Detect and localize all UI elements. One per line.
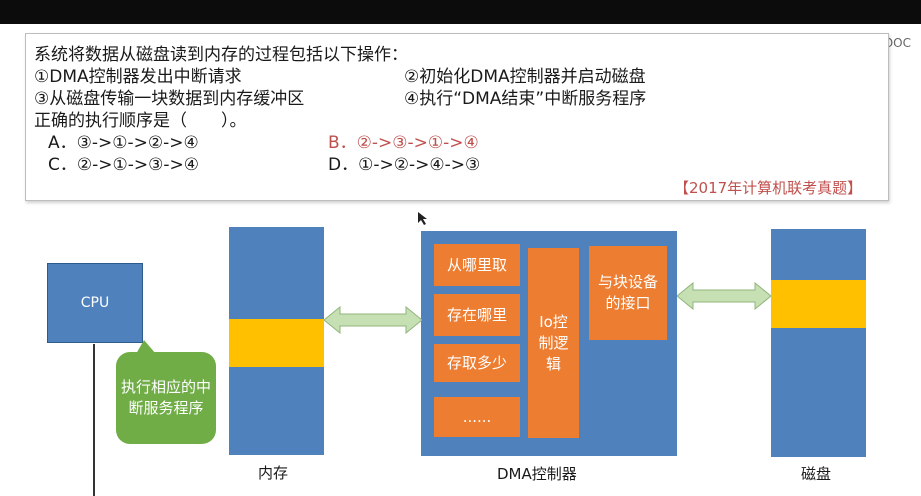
dma-disk-arrow [677, 282, 771, 310]
cpu-block: CPU [47, 263, 143, 343]
memory-label: 内存 [258, 464, 289, 482]
dma-item-source-text: 从哪里取 [446, 255, 507, 274]
dma-label: DMA控制器 [497, 465, 577, 483]
dma-item-destination-text: 存在哪里 [446, 305, 507, 324]
operation-1: ①DMA控制器发出中断请求 [34, 67, 242, 87]
option-b: B．②->③->①->④ [328, 133, 479, 153]
memory-dma-arrow [324, 306, 422, 334]
interrupt-service-bubble: 执行相应的中断服务程序 [116, 352, 216, 444]
bubble-text: 执行相应的中断服务程序 [120, 378, 211, 417]
disk-data-block [771, 280, 866, 328]
io-control-logic-text: Io控制逻辑 [538, 312, 569, 373]
option-a: A．③->①->②->④ [48, 133, 199, 153]
cpu-label: CPU [80, 295, 110, 311]
dma-item-source: 从哪里取 [434, 244, 520, 286]
question-box: 系统将数据从磁盘读到内存的过程包括以下操作： ①DMA控制器发出中断请求 ②初始… [25, 33, 889, 201]
cpu-bus-line [93, 344, 95, 496]
dma-item-destination: 存在哪里 [434, 294, 520, 336]
option-d: D．①->②->④->③ [328, 155, 481, 175]
operation-3: ③从磁盘传输一块数据到内存缓冲区 [34, 89, 305, 109]
operation-2: ②初始化DMA控制器并启动磁盘 [404, 67, 646, 87]
operation-4: ④执行“DMA结束”中断服务程序 [404, 89, 647, 109]
dma-item-count: 存取多少 [434, 344, 520, 382]
question-prompt: 正确的执行顺序是（ ）。 [34, 111, 247, 131]
block-device-interface-text: 与块设备的接口 [597, 273, 658, 312]
dma-item-more-text: ...... [462, 407, 492, 426]
memory-buffer [229, 319, 324, 367]
mouse-cursor-icon [418, 212, 427, 225]
io-control-logic: Io控制逻辑 [528, 248, 579, 438]
option-c: C．②->①->③->④ [48, 155, 199, 175]
disk-label: 磁盘 [801, 465, 832, 483]
dma-item-count-text: 存取多少 [446, 353, 507, 372]
bubble-tail [136, 340, 156, 354]
disk-block [771, 229, 866, 457]
question-source: 【2017年计算机联考真题】 [674, 179, 863, 197]
block-device-interface: 与块设备的接口 [589, 246, 667, 340]
question-stem: 系统将数据从磁盘读到内存的过程包括以下操作： [34, 45, 408, 65]
dma-item-more: ...... [434, 397, 520, 437]
video-top-bar [0, 0, 921, 24]
